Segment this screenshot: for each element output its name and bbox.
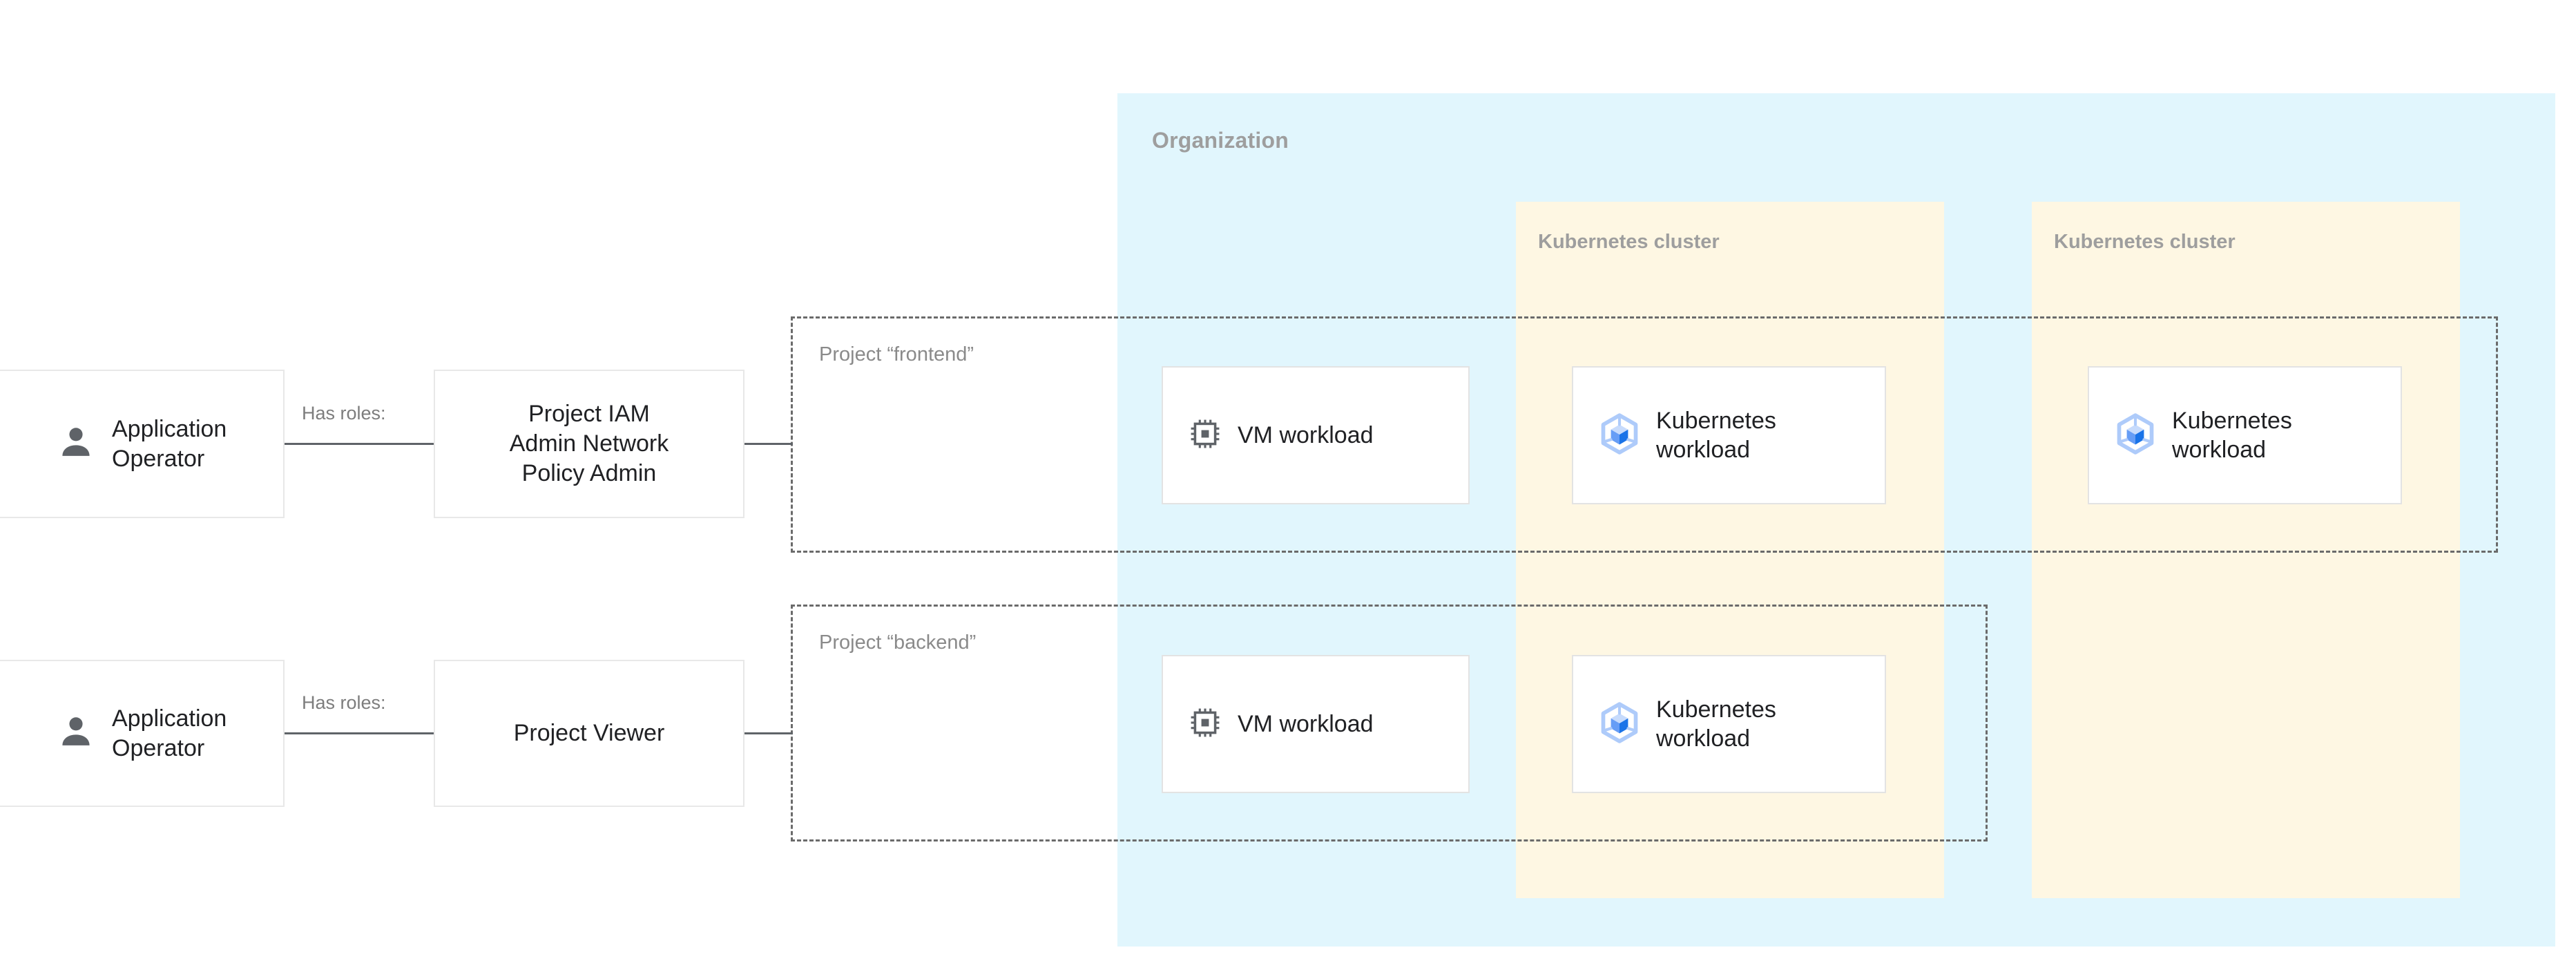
- vm-workload-card-frontend[interactable]: VM workload: [1162, 366, 1470, 504]
- application-operator-box-1[interactable]: Application Operator: [0, 370, 285, 518]
- kubernetes-workload-icon: [1598, 412, 1641, 459]
- connector-role-1-to-project-frontend: [744, 443, 793, 445]
- application-operator-box-2[interactable]: Application Operator: [0, 660, 285, 807]
- connector-operator-2-to-role-2: [285, 732, 434, 734]
- kubernetes-cluster-1-label: Kubernetes cluster: [1538, 231, 1720, 253]
- cpu-chip-icon: [1188, 417, 1222, 455]
- role-line-2: Admin Network: [509, 430, 669, 457]
- kubernetes-workload-card-backend-cluster-1[interactable]: Kubernetes workload: [1572, 655, 1886, 793]
- kubernetes-workload-label: Kubernetes workload: [1656, 406, 1776, 465]
- has-roles-label-2: Has roles:: [302, 692, 386, 713]
- connector-operator-1-to-role-1: [285, 443, 434, 445]
- vm-workload-label: VM workload: [1238, 421, 1374, 448]
- operator-name-line-2: Operator: [112, 734, 205, 761]
- k8s-label-line-1: Kubernetes: [1656, 407, 1776, 434]
- project-backend-boundary: Project “backend”: [791, 605, 1988, 841]
- cpu-chip-icon: [1188, 705, 1222, 743]
- operator-name-line-1: Application: [112, 416, 227, 442]
- k8s-label-line-2: workload: [1656, 437, 1751, 463]
- person-icon: [57, 423, 95, 465]
- role-box-1-text: Project IAM Admin Network Policy Admin: [500, 399, 679, 488]
- project-frontend-boundary: Project “frontend”: [791, 316, 2498, 553]
- application-operator-label-1: Application Operator: [112, 415, 227, 473]
- operator-name-line-1: Application: [112, 705, 227, 732]
- kubernetes-workload-card-frontend-cluster-1[interactable]: Kubernetes workload: [1572, 366, 1886, 504]
- role-box-project-iam-admin[interactable]: Project IAM Admin Network Policy Admin: [434, 370, 744, 518]
- role-box-project-viewer[interactable]: Project Viewer: [434, 660, 744, 807]
- application-operator-label-2: Application Operator: [112, 704, 227, 763]
- k8s-label-line-1: Kubernetes: [1656, 696, 1776, 723]
- project-backend-label: Project “backend”: [819, 631, 977, 654]
- k8s-label-line-2: workload: [1656, 725, 1751, 752]
- has-roles-label-1: Has roles:: [302, 403, 386, 424]
- kubernetes-workload-icon: [2114, 412, 2157, 459]
- k8s-label-line-1: Kubernetes: [2172, 407, 2292, 434]
- project-frontend-label: Project “frontend”: [819, 343, 974, 365]
- vm-workload-card-backend[interactable]: VM workload: [1162, 655, 1470, 793]
- kubernetes-workload-label: Kubernetes workload: [1656, 695, 1776, 754]
- organization-label: Organization: [1152, 128, 1289, 153]
- role-line-1: Project IAM: [528, 401, 650, 428]
- role-box-2-text: Project Viewer: [504, 719, 675, 748]
- kubernetes-workload-icon: [1598, 701, 1641, 748]
- kubernetes-workload-label: Kubernetes workload: [2172, 406, 2292, 465]
- vm-workload-label: VM workload: [1238, 710, 1374, 737]
- person-icon: [57, 712, 95, 754]
- connector-role-2-to-project-backend: [744, 732, 793, 734]
- k8s-label-line-2: workload: [2172, 437, 2267, 463]
- role-line-3: Policy Admin: [521, 459, 657, 486]
- kubernetes-cluster-2-label: Kubernetes cluster: [2054, 231, 2236, 253]
- kubernetes-workload-card-frontend-cluster-2[interactable]: Kubernetes workload: [2088, 366, 2402, 504]
- role-line-1: Project Viewer: [513, 720, 665, 747]
- operator-name-line-2: Operator: [112, 445, 205, 472]
